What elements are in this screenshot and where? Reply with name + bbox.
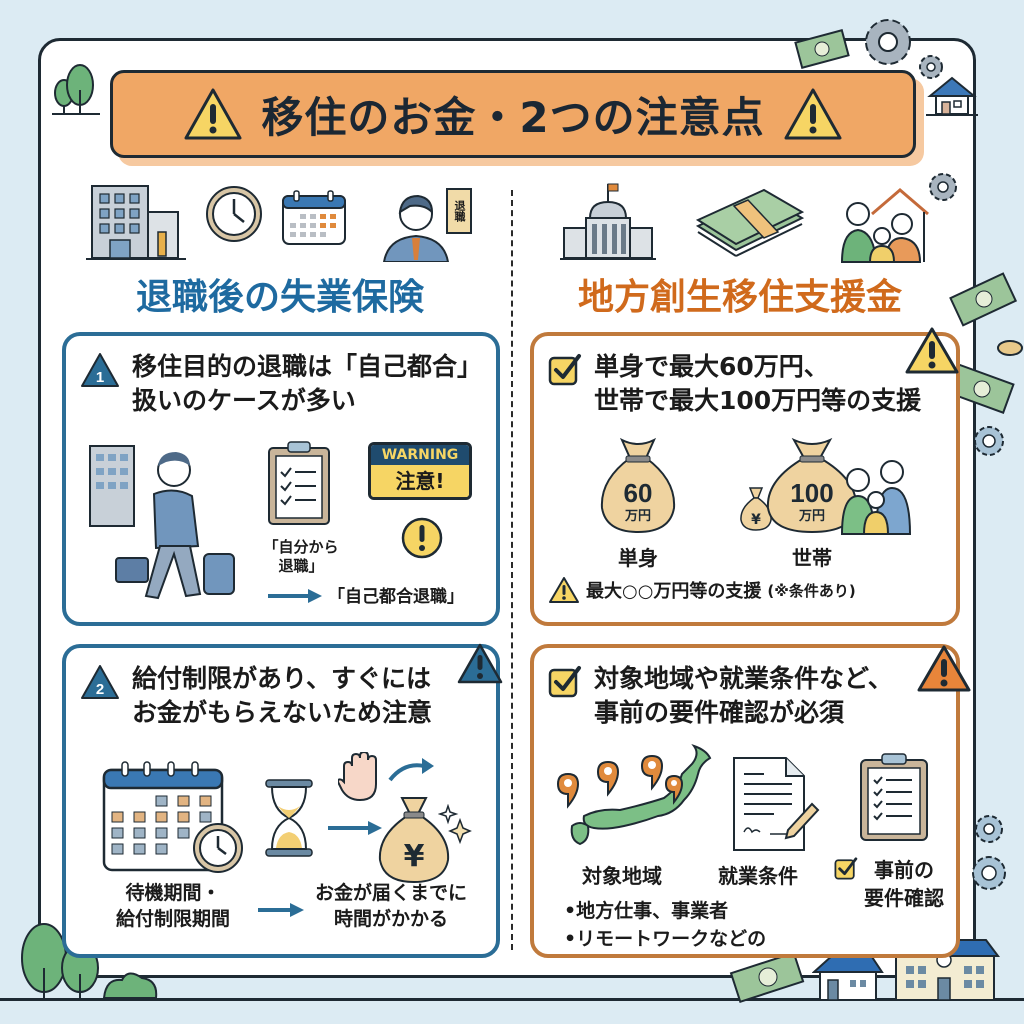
self-resign-label: 「自分から 退職」 (263, 538, 339, 575)
warning-icon (457, 643, 503, 684)
house-icon (926, 76, 978, 116)
svg-text:1: 1 (96, 369, 104, 386)
card-support-amount: 単身で最大60万円、 世帯で最大100万円等の支援 60 万円 単身 ¥ 100… (530, 332, 960, 626)
house-icon (812, 953, 884, 1001)
card4-heading-line2: 事前の要件確認が必須 (594, 698, 845, 727)
employment-conditions-label: 就業条件 (718, 864, 798, 888)
gear-icon (975, 815, 1003, 843)
exclamation-circle-icon (401, 517, 443, 559)
self-resign-result: 「自己都合退職」 (328, 587, 464, 607)
card-benefit-restriction: 2 給付制限があり、すぐには お金がもらえないため注意 ¥ (62, 644, 500, 958)
worker-resignation-icon (382, 194, 450, 262)
cash-stack-icon (695, 188, 805, 257)
banknote-icon (729, 951, 805, 1004)
single-label: 単身 (618, 546, 658, 570)
gear-icon (974, 426, 1004, 456)
banknote-icon (947, 363, 1015, 414)
checkbox-checked-icon (548, 354, 581, 386)
curved-arrow-icon (388, 758, 434, 782)
clock-icon (206, 186, 262, 242)
banknote-icon (794, 29, 850, 69)
family-house-icon (840, 188, 929, 263)
warning-icon (905, 327, 959, 374)
resignation-sign: 退職 (446, 188, 472, 234)
right-section-title: 地方創生移住支援金 (577, 277, 902, 318)
warning-icon (784, 88, 842, 140)
gear-icon (865, 19, 911, 65)
waiting-period-label: 待機期間・ 給付制限期間 (115, 882, 230, 930)
warning-icon (549, 577, 579, 603)
sparkle-icon (438, 804, 472, 844)
card2-heading-line1: 給付制限があり、すぐには (132, 664, 432, 693)
svg-text:60: 60 (624, 478, 653, 508)
calendar-icon (282, 190, 346, 245)
svg-text:2: 2 (96, 681, 104, 698)
checkbox-checked-icon (548, 666, 581, 698)
japan-map-pins-icon (556, 744, 712, 846)
card2-heading-line2: お金がもらえないため注意 (132, 698, 433, 727)
household-label: 世帯 (792, 546, 832, 570)
gear-icon (919, 55, 943, 79)
arrow-right-icon (258, 903, 304, 917)
svg-text:¥: ¥ (751, 512, 761, 528)
card-resignation-type: 1 移住目的の退職は「自己都合」 扱いのケースが多い 「自分から 退職」 WAR… (62, 332, 500, 626)
gear-icon (929, 173, 957, 201)
money-bag-60-icon: 60 万円 (600, 437, 676, 534)
card4-heading-line1: 対象地域や就業条件など、 (594, 664, 893, 693)
center-divider (511, 190, 513, 950)
prior-check-label: 事前の 要件確認 (834, 856, 944, 912)
warning-icon (917, 645, 971, 692)
warning-sign: WARNING 注意! (368, 442, 472, 500)
gear-icon (972, 856, 1006, 890)
contract-document-icon (733, 757, 820, 851)
left-section-title: 退職後の失業保険 (135, 277, 424, 318)
warning-icon (184, 88, 242, 140)
checkbox-checked-icon (834, 857, 858, 880)
government-building-icon (560, 183, 656, 260)
office-building-icon (86, 185, 186, 260)
svg-text:万円: 万円 (624, 509, 651, 524)
svg-text:100: 100 (790, 478, 833, 508)
hourglass-icon (265, 779, 313, 857)
svg-text:¥: ¥ (404, 839, 425, 874)
banknote-icon (949, 272, 1018, 327)
checklist-clipboard-icon (860, 753, 928, 841)
arrow-right-icon (328, 821, 382, 835)
card3-heading-line2: 世帯で最大100万円等の支援 (594, 386, 922, 415)
money-bag-100-icon: 100 万円 (766, 437, 858, 534)
number-badge-1: 1 (81, 353, 119, 387)
bullet-local-business: •地方仕事、事業者 (564, 900, 729, 922)
card1-heading-line1: 移住目的の退職は「自己都合」 (132, 352, 483, 381)
walking-worker-icon (89, 445, 235, 600)
conditions-note: 最大○○万円等の支援 (※条件あり) (548, 576, 856, 604)
page-title: 移住のお金・2つの注意点 (261, 92, 765, 142)
bullet-remote-work: •リモートワークなどの (564, 928, 767, 950)
target-area-label: 対象地域 (582, 864, 662, 888)
arrow-right-icon (268, 589, 322, 603)
coin-icon (997, 340, 1023, 356)
ground-line (0, 998, 1024, 1001)
yen-money-bag-icon: ¥ (378, 797, 450, 884)
svg-text:万円: 万円 (798, 509, 825, 524)
title-banner: 移住のお金・2つの注意点 (110, 70, 916, 158)
card-requirement-check: 対象地域や就業条件など、 事前の要件確認が必須 対象地域 就業条件 (530, 644, 960, 958)
card3-heading-line1: 単身で最大60万円、 (594, 352, 829, 381)
card1-heading-line2: 扱いのケースが多い (132, 386, 356, 415)
checklist-clipboard-icon (268, 441, 330, 525)
stop-hand-icon (338, 752, 377, 802)
calendar-clock-icon (102, 761, 243, 873)
family-icon (840, 460, 912, 535)
payment-delay-label: お金が届くまでに 時間がかかる (314, 882, 467, 930)
number-badge-2: 2 (81, 665, 119, 699)
trees-icon (52, 64, 100, 115)
